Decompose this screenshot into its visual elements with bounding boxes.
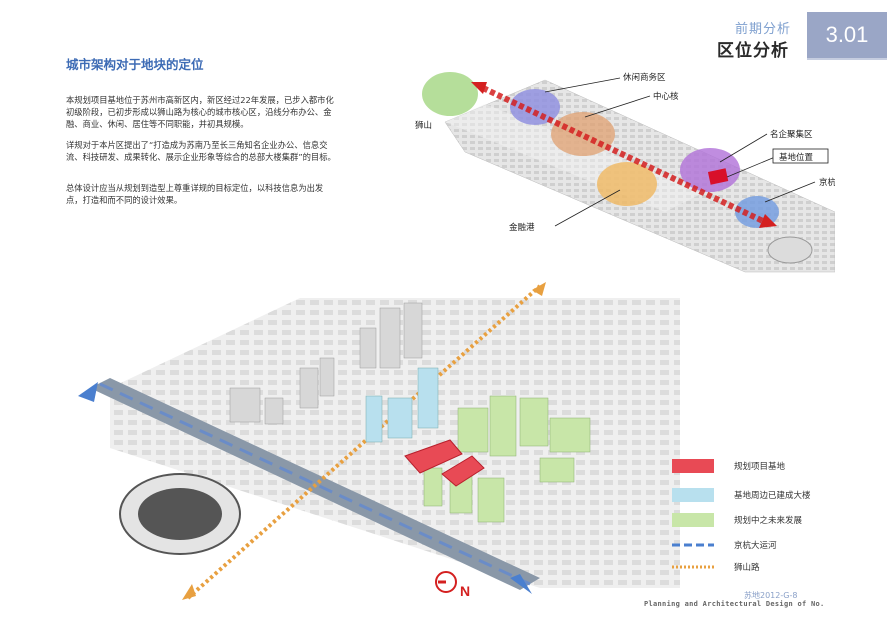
legend-label: 规划项目基地: [734, 462, 786, 472]
canal-arrow-west: [78, 382, 98, 402]
legend-label: 京杭大运河: [734, 541, 777, 551]
label-enterprise: 名企聚集区: [770, 129, 813, 140]
axis-arrow-head-start: [471, 82, 487, 94]
legend-swatch-green: [672, 513, 714, 527]
legend-item-future: 规划中之未来发展: [672, 512, 802, 528]
road-arrow-north: [532, 282, 546, 296]
label-site: 基地位置: [779, 152, 814, 163]
legend-label: 基地周边已建成大楼: [734, 491, 811, 501]
intro-paragraph-3: 总体设计应当从规划到造型上尊重详规的目标定位，以科技信息为出发点，打造和而不同的…: [66, 183, 324, 205]
footer-project-code: 苏地2012-G-8: [744, 591, 798, 600]
leisure-business-zone: [510, 89, 560, 125]
canal-dash-line: [99, 382, 531, 586]
shishan-road-line: [186, 284, 542, 600]
intro-heading: 城市架构对于地块的定位: [66, 57, 204, 72]
leader-canal: [764, 181, 816, 203]
site-label-box: [772, 148, 829, 164]
label-finance: 金融港: [509, 222, 535, 233]
leader-site: [726, 156, 776, 178]
legend-label: 狮山路: [734, 563, 760, 573]
section-title: 区位分析: [717, 41, 789, 61]
project-site-plot-2: [441, 455, 485, 487]
stadium-icon: [767, 236, 813, 264]
leader-enterprise: [719, 133, 768, 163]
label-canal: 京杭大运河: [819, 177, 835, 188]
legend-item-canal: 京杭大运河: [672, 537, 777, 553]
legend-item-existing: 基地周边已建成大楼: [672, 487, 811, 503]
intro-paragraph-1: 本规划项目基地位于苏州市高新区内，新区经过22年发展，已步入都市化初级阶段，已初…: [66, 95, 334, 129]
shishan-zone: [422, 72, 478, 116]
leader-leisure: [544, 77, 621, 93]
axis-arrow-head-end: [759, 214, 777, 228]
legend-dash-icon: [672, 543, 714, 547]
finance-harbor-zone: [597, 162, 657, 206]
legend-dots-icon: [672, 565, 714, 569]
legend-swatch-red: [672, 459, 714, 473]
label-shishan: 狮山: [415, 120, 432, 131]
intro-paragraph-2: 详规对于本片区提出了“打造成为苏南乃至长三角知名企业办公、信息交流、科技研发、成…: [66, 140, 336, 162]
existing-near-site: [365, 367, 439, 443]
label-center: 中心核: [653, 91, 679, 102]
project-site: [404, 439, 463, 474]
site-3d-map: N: [78, 282, 680, 600]
canal-arrow-east: [510, 574, 532, 594]
north-arrow-icon: [435, 571, 457, 593]
city-ground: [110, 298, 680, 588]
existing-towers: [229, 302, 423, 425]
leader-finance: [554, 189, 621, 227]
site-location-marker: [707, 168, 729, 185]
north-label: N: [460, 583, 470, 599]
section-subtitle: 前期分析: [735, 22, 792, 37]
urban-axis-arrow: [481, 85, 767, 225]
header-divider: [807, 58, 887, 60]
legend-item-road: 狮山路: [672, 559, 760, 575]
label-leisure: 休闲商务区: [623, 72, 666, 83]
leader-center: [584, 95, 651, 118]
legend-swatch-blue: [672, 488, 714, 502]
footer-caption: Planning and Architectural Design of No.: [644, 600, 825, 608]
stadium-field: [138, 488, 222, 540]
section-number: 3.01: [807, 12, 887, 58]
road-arrow-south: [182, 584, 196, 600]
location-aerial-map: 狮山 休闲商务区 中心核 名企聚集区 基地位置 京杭大运河 金融港: [415, 72, 835, 273]
legend-label: 规划中之未来发展: [734, 516, 803, 526]
legend-item-project-site: 规划项目基地: [672, 458, 785, 474]
